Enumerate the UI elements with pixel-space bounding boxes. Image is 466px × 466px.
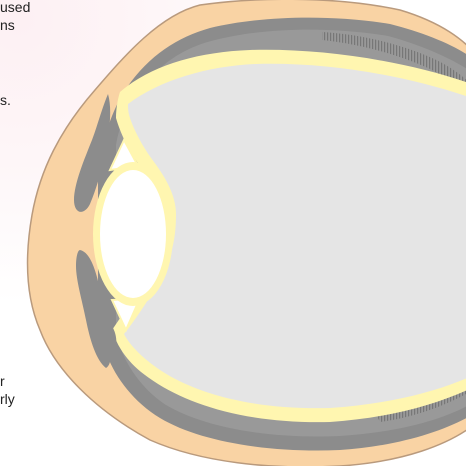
lens: [100, 170, 166, 298]
vitreous-body: [124, 64, 466, 408]
